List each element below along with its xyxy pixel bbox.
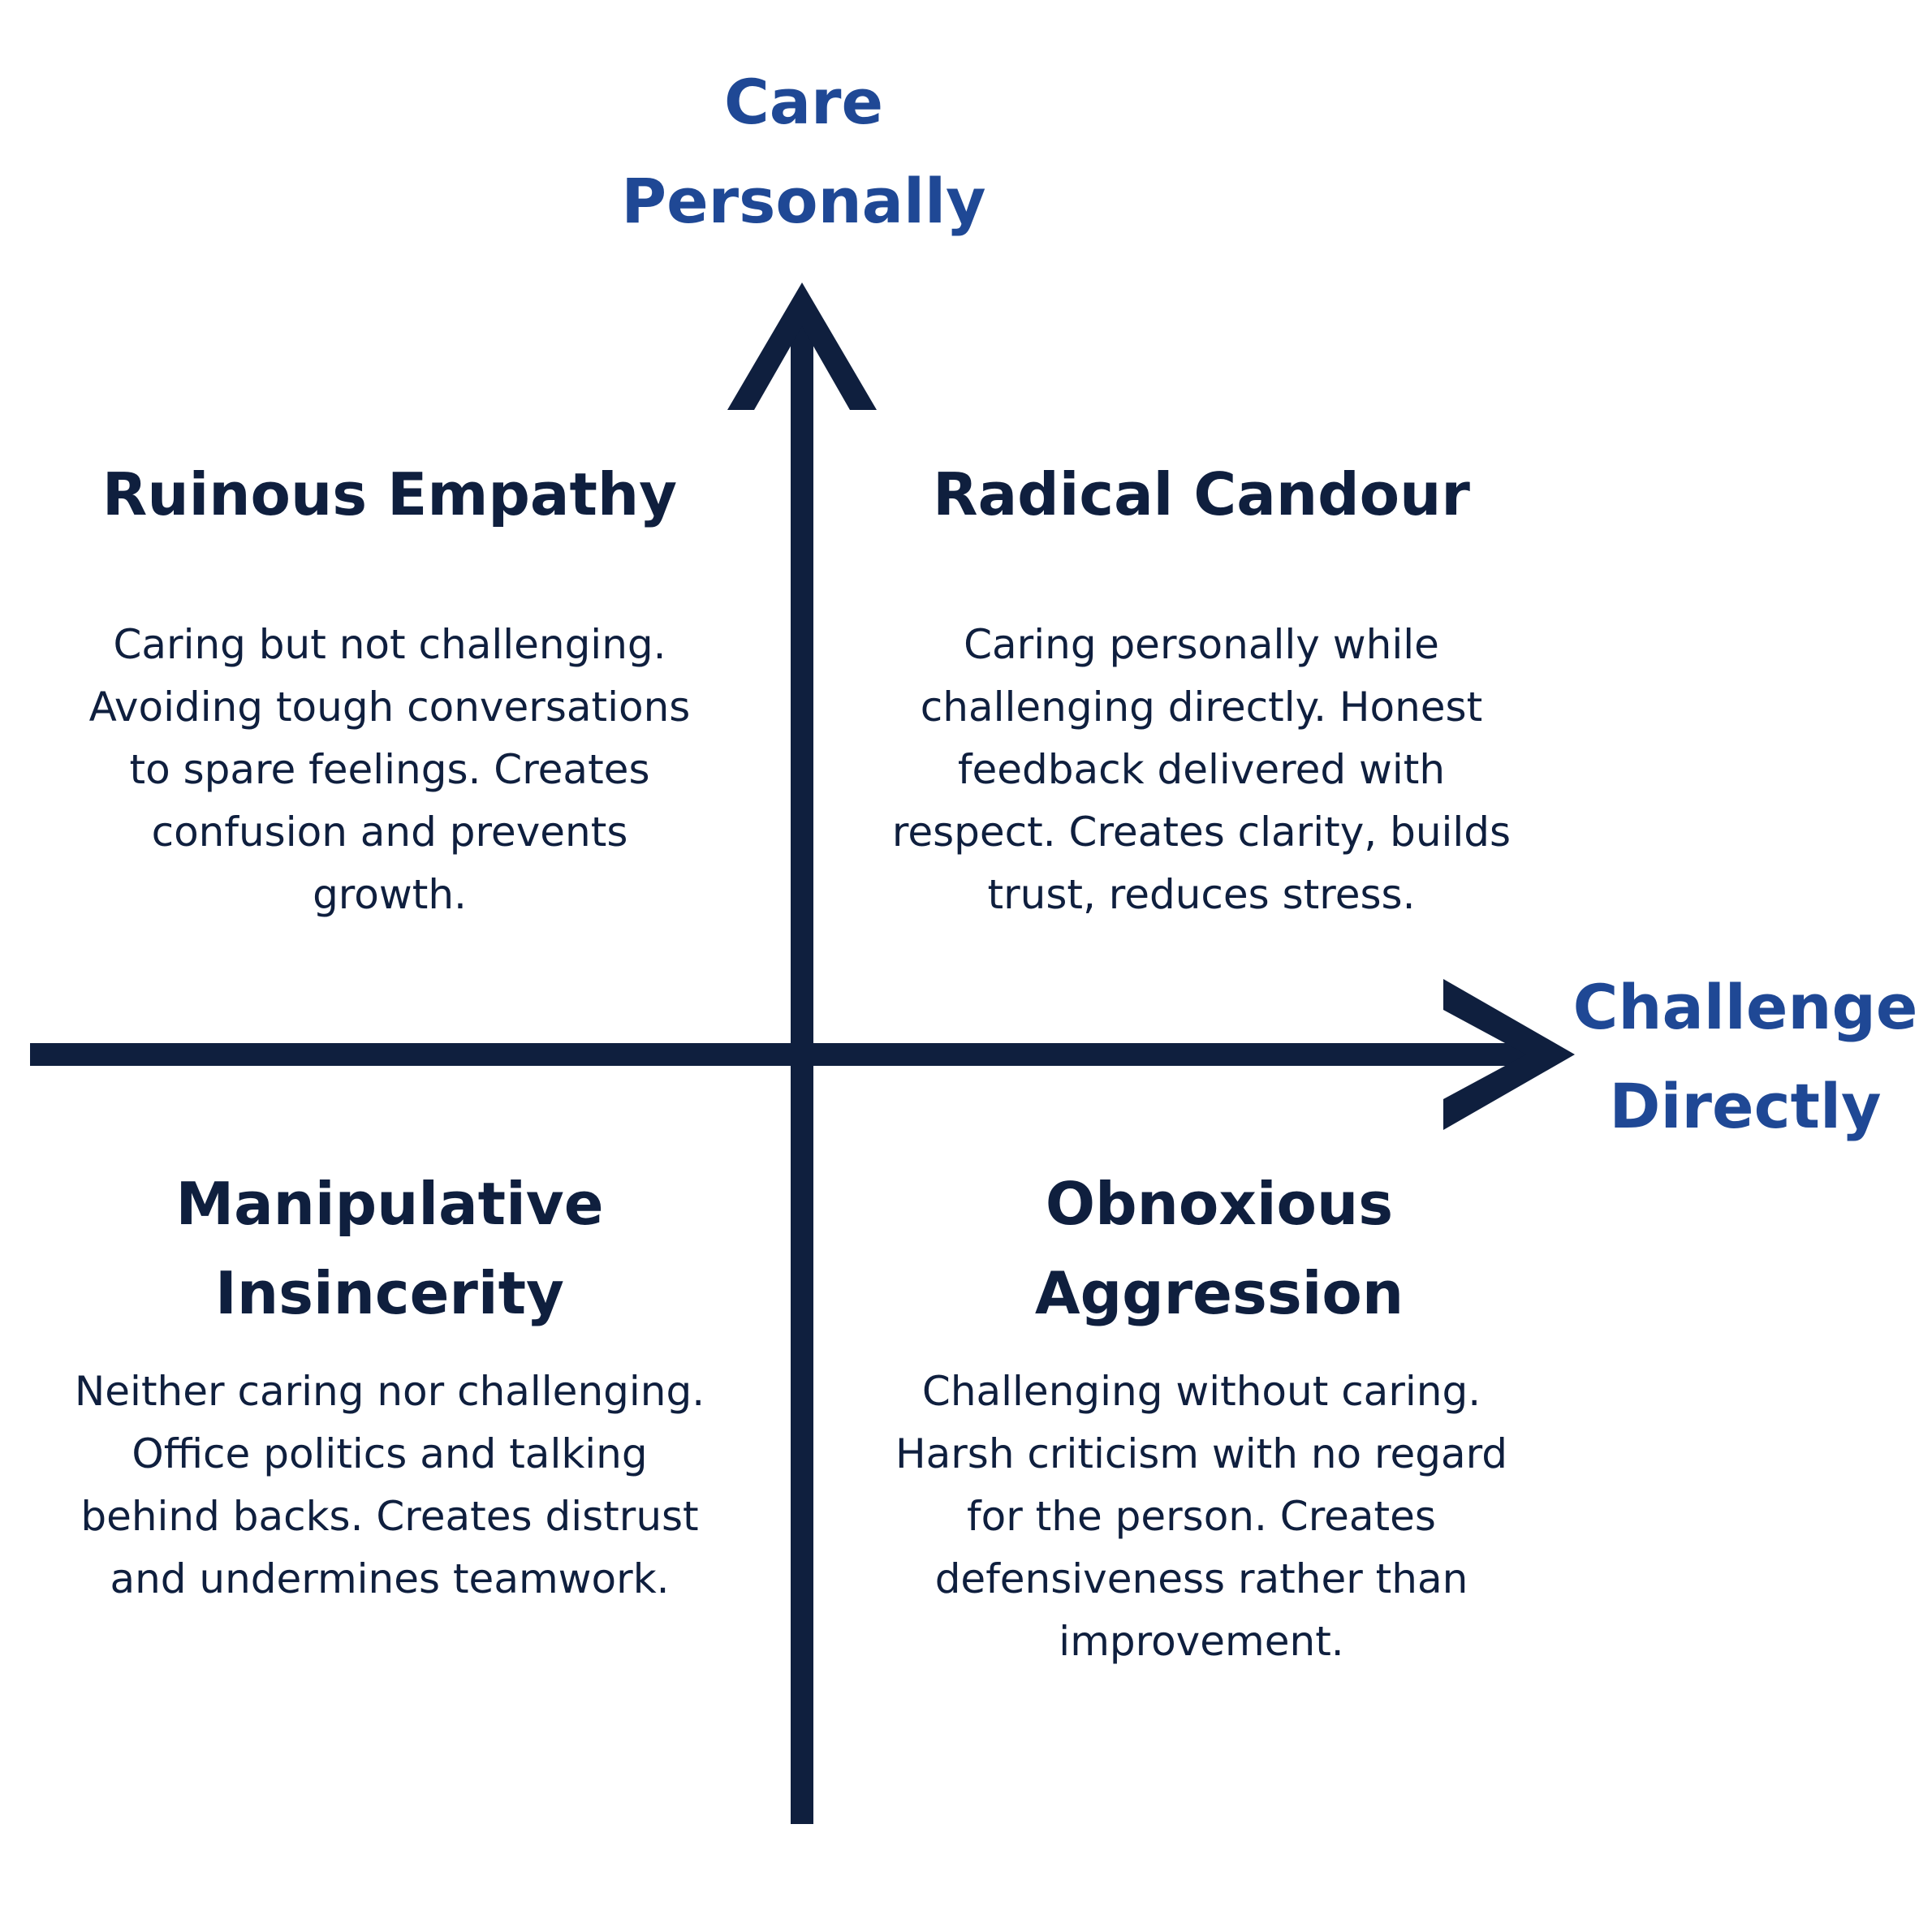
- vertical-axis-line: [791, 318, 813, 1824]
- horizontal-axis-line: [30, 1043, 1550, 1066]
- description-line: improvement.: [1059, 1618, 1344, 1665]
- description-line: Harsh criticism with no regard: [895, 1430, 1508, 1477]
- quadrant-title-line: Insincerity: [215, 1259, 564, 1327]
- quadrant-title-line: Aggression: [1034, 1259, 1404, 1327]
- description-line: feedback delivered with: [957, 746, 1446, 793]
- quadrant-description: Caring but not challenging. Avoiding tou…: [49, 614, 731, 926]
- quadrant-title: Ruinous Empathy: [49, 450, 731, 539]
- y-axis-label-line-2: Personally: [621, 165, 986, 237]
- description-line: challenging directly. Honest: [920, 684, 1483, 731]
- quadrant-radical-candour: Radical Candour Caring personally while …: [877, 450, 1526, 926]
- quadrant-description: Neither caring nor challenging. Office p…: [49, 1361, 731, 1611]
- vertical-axis-arrowhead: [727, 282, 877, 410]
- quadrant-description: Caring personally while challenging dire…: [877, 614, 1526, 926]
- description-line: Caring but not challenging.: [113, 621, 666, 668]
- y-axis-label: Care Personally: [601, 53, 1007, 251]
- quadrant-title: Radical Candour: [877, 450, 1526, 539]
- quadrant-description: Challenging without caring. Harsh critic…: [877, 1361, 1526, 1673]
- quadrant-manipulative-insincerity: Manipulative Insincerity Neither caring …: [49, 1159, 731, 1611]
- x-axis-label: Challenge Directly: [1567, 958, 1924, 1156]
- quadrant-title-line: Obnoxious: [1045, 1170, 1394, 1238]
- description-line: defensiveness rather than: [934, 1555, 1468, 1602]
- quadrant-ruinous-empathy: Ruinous Empathy Caring but not challengi…: [49, 450, 731, 926]
- description-line: Office politics and talking: [132, 1430, 648, 1477]
- description-line: for the person. Creates: [967, 1493, 1436, 1540]
- description-line: Caring personally while: [964, 621, 1439, 668]
- quadrant-title-line: Ruinous Empathy: [101, 460, 678, 528]
- x-axis-label-line-2: Directly: [1609, 1070, 1882, 1142]
- horizontal-axis-arrowhead: [1443, 979, 1575, 1130]
- description-line: Neither caring nor challenging.: [74, 1368, 705, 1415]
- description-line: confusion and prevents: [151, 809, 628, 856]
- description-line: behind backs. Creates distrust: [80, 1493, 699, 1540]
- quadrant-title: Manipulative Insincerity: [49, 1159, 731, 1338]
- quadrant-title-line: Manipulative: [175, 1170, 604, 1238]
- quadrant-obnoxious-aggression: Obnoxious Aggression Challenging without…: [877, 1159, 1526, 1673]
- y-axis-label-line-1: Care: [723, 66, 884, 138]
- description-line: and undermines teamwork.: [110, 1555, 670, 1602]
- x-axis-label-line-1: Challenge: [1572, 971, 1918, 1043]
- description-line: respect. Creates clarity, builds: [891, 809, 1512, 856]
- quadrant-title-line: Radical Candour: [933, 460, 1470, 528]
- description-line: trust, reduces stress.: [987, 871, 1416, 918]
- description-line: to spare feelings. Creates: [129, 746, 650, 793]
- quadrant-title: Obnoxious Aggression: [895, 1159, 1544, 1338]
- description-line: Challenging without caring.: [921, 1368, 1481, 1415]
- description-line: growth.: [313, 871, 467, 918]
- description-line: Avoiding tough conversations: [88, 684, 691, 731]
